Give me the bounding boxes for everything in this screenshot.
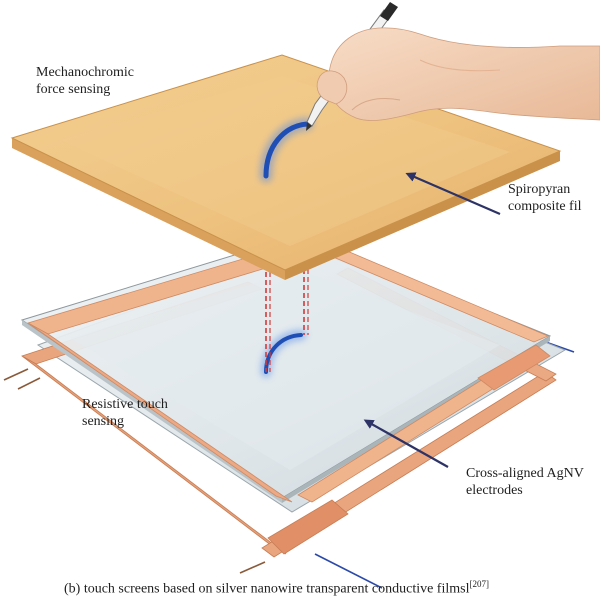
wire-lead-left-top xyxy=(3,368,29,381)
stylus-tip xyxy=(306,122,312,131)
film-edge-right xyxy=(285,151,560,280)
label-resistive-touch-sensing: Resistive touch sensing xyxy=(82,396,168,430)
label-spiropyran-composite-film: Spiropyran composite fil xyxy=(508,181,582,215)
label-mechanochromic-force-sensing: Mechanochromic force sensing xyxy=(36,64,134,98)
upper-glass-edge-left xyxy=(22,320,282,503)
hand-holding-stylus xyxy=(306,2,600,131)
label-cross-aligned-electrodes: Cross-aligned AgNV electrodes xyxy=(466,465,584,499)
arrow-to-electrodes xyxy=(363,419,449,468)
label-line: force sensing xyxy=(36,82,111,97)
hand-palm xyxy=(328,27,600,121)
hand-thumb xyxy=(316,70,348,105)
figure-caption: (b) touch screens based on silver nanowi… xyxy=(64,575,489,599)
label-line: Mechanochromic xyxy=(36,65,134,80)
upper-touch-trace xyxy=(259,117,314,183)
lower-electrode-left xyxy=(21,355,287,555)
film-surface-highlight xyxy=(60,76,510,246)
wire-lead-left-bottom xyxy=(17,377,41,390)
hand-knuckle-line xyxy=(419,59,501,72)
stylus-cap xyxy=(380,2,398,21)
hand-crease xyxy=(351,97,401,111)
caption-reference: [207] xyxy=(469,579,489,589)
upper-electrode-pad xyxy=(477,344,551,391)
label-line: Cross-aligned AgNV xyxy=(466,466,584,481)
label-line: composite fil xyxy=(508,199,582,214)
label-line: Resistive touch xyxy=(82,397,168,412)
glass-inner-shading xyxy=(70,270,500,470)
pointer-arrows xyxy=(363,172,501,468)
wire-lead-bottom-left xyxy=(239,561,266,574)
wire-lead-bottom-right xyxy=(314,553,383,589)
label-line: Spiropyran xyxy=(508,182,571,197)
lower-electrode-pad xyxy=(267,499,349,555)
caption-text: (b) touch screens based on silver nanowi… xyxy=(64,581,470,597)
label-line: sensing xyxy=(82,414,124,429)
lower-touch-trace xyxy=(260,329,307,378)
arrow-to-composite-film xyxy=(405,172,501,216)
label-line: electrodes xyxy=(466,483,523,498)
upper-electrode-frame xyxy=(26,247,551,503)
upper-electrode-left xyxy=(27,322,293,503)
film-edge-left xyxy=(12,138,285,280)
